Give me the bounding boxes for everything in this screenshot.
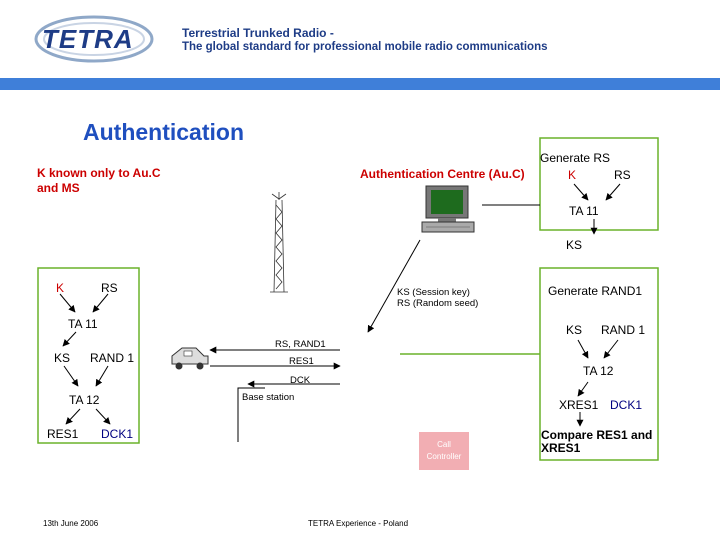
ks-arrow [367,239,421,333]
k-known-note: K known only to Au.C and MS [37,166,161,195]
header-title: Terrestrial Trunked Radio - [182,26,334,40]
ms-ta12: TA 12 [69,393,100,407]
ms-rs: RS [101,281,118,295]
ks-session-label: KS (Session key) [397,287,470,298]
ms-ks-arrow [63,365,79,387]
auc-rs: RS [614,168,631,182]
ms-k: K [56,281,65,295]
auc-rand1-arrow [603,339,619,359]
auc-ks2: KS [566,323,583,337]
auc-ks-arrow [577,339,589,359]
auc-compare: Compare RES1 and XRES1 [541,428,653,455]
auc-ks: KS [566,238,583,252]
auc-label: Authentication Centre (Au.C) [360,167,525,181]
call-controller-box: Call Controller [419,432,469,470]
auc-ta12: TA 12 [583,364,614,378]
ms-ta12-res1-arrow [65,408,81,425]
ms-res1: RES1 [47,427,79,441]
dck-label: DCK [290,375,311,386]
ms-k-arrow [59,293,76,313]
header-subtitle: The global standard for professional mob… [182,41,548,53]
auc-generate-rs: Generate RS [540,151,611,165]
ms-dck1: DCK1 [101,427,134,441]
footer-label: TETRA Experience - Poland [308,519,409,528]
ms-ks: KS [54,351,71,365]
ms-rs-arrow [92,293,109,313]
rs-random-label: RS (Random seed) [397,298,479,309]
base-station-label: Base station [242,392,295,403]
date-label: 13th June 2006 [43,519,99,528]
auc-ta11: TA 11 [569,204,599,218]
tetra-logo-text: TETRA [42,24,134,54]
ms-ta11-arrow [62,331,77,347]
res1-label: RES1 [289,356,314,367]
header-rule [0,78,720,90]
ms-ta12-dck1-arrow [95,408,111,425]
rs-rand1-label: RS, RAND1 [275,339,326,350]
base-station-outline [237,387,265,442]
auc-box [539,137,659,231]
auc-rs-arrow [605,183,621,201]
auc-rand-box [539,267,659,461]
auc-k-arrow [573,183,589,201]
tetra-logo: TETRA [34,14,154,64]
ms-ta11: TA 11 [68,317,98,331]
call-controller-label: Call Controller [426,440,462,461]
auc-k: K [568,168,577,182]
auc-ta12-xres1-arrow [577,381,589,397]
ms-rand1: RAND 1 [90,351,135,365]
ms-box [37,267,140,444]
page-title: Authentication [83,119,244,145]
auc-generate-rand1: Generate RAND1 [548,284,643,298]
auc-xres1: XRES1 [559,398,599,412]
ms-rand1-arrow [95,365,109,387]
tetra-logo-graphic [34,15,154,63]
auc-dck1: DCK1 [610,398,643,412]
auc-rand1: RAND 1 [601,323,646,337]
